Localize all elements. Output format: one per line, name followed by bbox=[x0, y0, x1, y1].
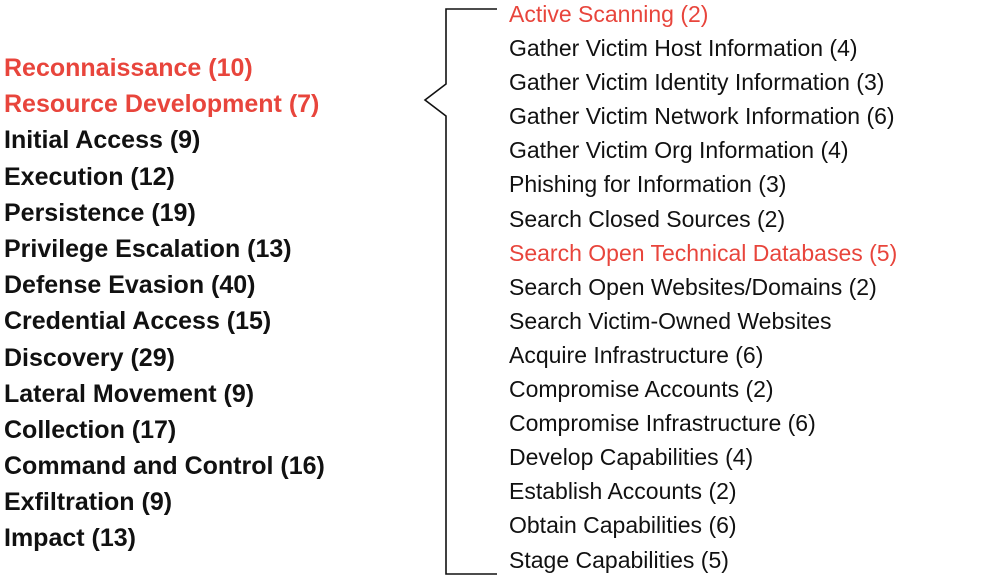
technique-item-obtain-capabilities: Obtain Capabilities (6) bbox=[509, 512, 737, 539]
tactic-item-lateral-movement: Lateral Movement (9) bbox=[4, 379, 255, 408]
technique-item-phishing-for-information: Phishing for Information (3) bbox=[509, 171, 787, 198]
tactic-item-command-and-control: Command and Control (16) bbox=[4, 452, 325, 481]
technique-item-stage-capabilities: Stage Capabilities (5) bbox=[509, 546, 729, 573]
technique-item-establish-accounts: Establish Accounts (2) bbox=[509, 478, 737, 505]
tactic-item-collection: Collection (17) bbox=[4, 415, 177, 444]
tactic-item-privilege-escalation: Privilege Escalation (13) bbox=[4, 234, 292, 263]
tactic-item-execution: Execution (12) bbox=[4, 162, 175, 191]
technique-list: Active Scanning (2) Gather Victim Host I… bbox=[509, 0, 897, 577]
tactic-item-credential-access: Credential Access (15) bbox=[4, 307, 272, 336]
technique-item-search-closed-sources: Search Closed Sources (2) bbox=[509, 205, 786, 232]
tactic-item-defense-evasion: Defense Evasion (40) bbox=[4, 271, 256, 300]
tactic-item-persistence: Persistence (19) bbox=[4, 198, 196, 227]
technique-item-gather-victim-org-information: Gather Victim Org Information (4) bbox=[509, 137, 849, 164]
tactic-item-resource-development: Resource Development (7) bbox=[4, 90, 320, 119]
tactic-item-exfiltration: Exfiltration (9) bbox=[4, 488, 173, 517]
technique-item-gather-victim-network-information: Gather Victim Network Information (6) bbox=[509, 103, 895, 130]
tactic-item-reconnaissance: Reconnaissance (10) bbox=[4, 54, 253, 82]
technique-item-compromise-accounts: Compromise Accounts (2) bbox=[509, 376, 774, 403]
technique-item-search-open-technical-databases: Search Open Technical Databases (5) bbox=[509, 239, 898, 266]
technique-item-develop-capabilities: Develop Capabilities (4) bbox=[509, 444, 754, 471]
technique-item-search-open-websites-domains: Search Open Websites/Domains (2) bbox=[509, 273, 877, 300]
tactic-item-discovery: Discovery (29) bbox=[4, 343, 175, 372]
tactic-list: Reconnaissance (10) Resource Development… bbox=[4, 50, 325, 557]
technique-item-gather-victim-identity-information: Gather Victim Identity Information (3) bbox=[509, 69, 885, 96]
technique-item-compromise-infrastructure: Compromise Infrastructure (6) bbox=[509, 410, 816, 437]
technique-item-search-victim-owned-websites: Search Victim-Owned Websites bbox=[509, 307, 832, 334]
technique-item-acquire-infrastructure: Acquire Infrastructure (6) bbox=[509, 341, 764, 368]
tactic-item-impact: Impact (13) bbox=[4, 524, 136, 553]
technique-item-active-scanning: Active Scanning (2) bbox=[509, 1, 709, 27]
bracket-line bbox=[423, 8, 497, 575]
tactic-item-initial-access: Initial Access (9) bbox=[4, 126, 201, 155]
technique-item-gather-victim-host-information: Gather Victim Host Information (4) bbox=[509, 35, 858, 62]
